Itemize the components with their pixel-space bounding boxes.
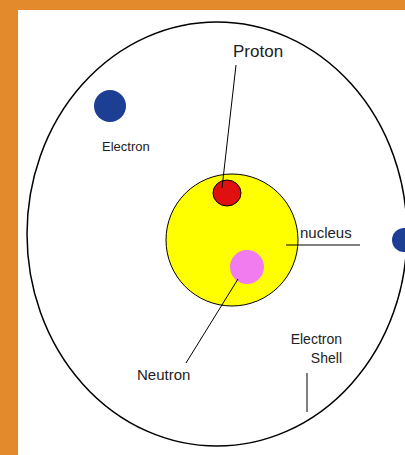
electron-dot [392,228,405,252]
part-label: Proton [233,42,283,62]
electron-dot [94,90,126,122]
proton-dot [213,180,241,206]
leader-line [186,279,238,363]
neutron-dot [230,250,264,284]
electron-shell [27,22,405,446]
nucleus-circle [166,174,298,306]
part-label: Electron [102,139,150,155]
part-label: Neutron [137,366,190,384]
part-label: Electron Shell [262,330,342,368]
part-label: nucleus [300,224,352,242]
leader-line [222,65,236,188]
leader-line [307,373,308,412]
leader-line [286,245,360,246]
